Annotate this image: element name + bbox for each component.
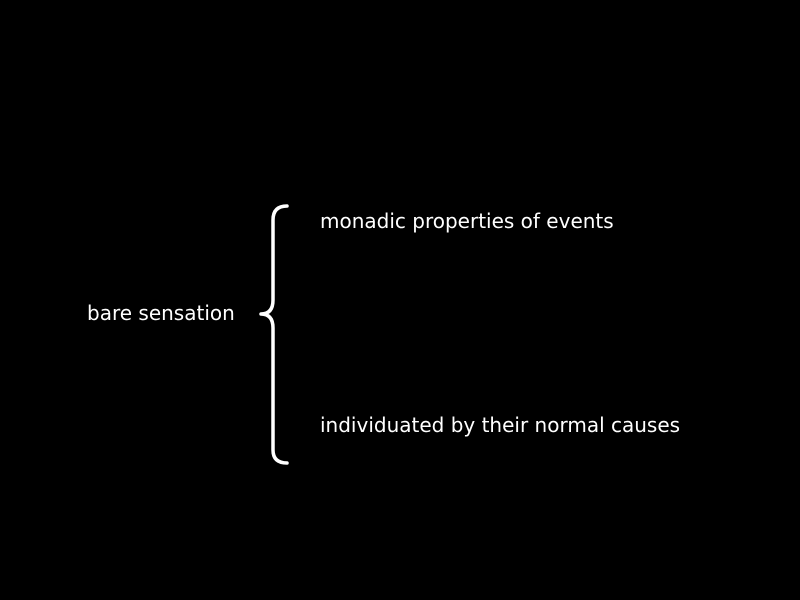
branch-label-top: monadic properties of events — [320, 209, 614, 233]
left-term-label: bare sensation — [87, 301, 235, 325]
branch-label-bottom: individuated by their normal causes — [320, 413, 681, 437]
